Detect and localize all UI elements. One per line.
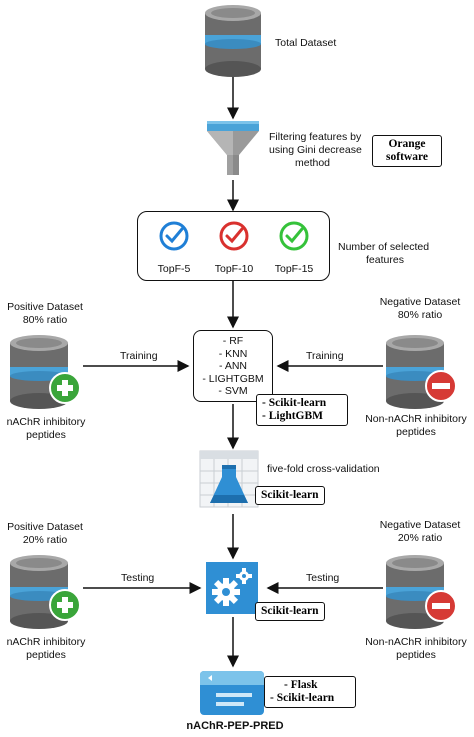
pos-test-peptides-2: peptides <box>26 649 66 661</box>
orange-line-1: Orange <box>388 138 426 150</box>
neg-train-peptides-1: Non-nAChR inhibitory <box>365 413 467 425</box>
plus-icon <box>49 372 81 404</box>
algo-svm: - SVM <box>218 385 248 398</box>
neg-test-peptides-1: Non-nAChR inhibitory <box>365 636 467 648</box>
check-circle-icon <box>219 221 249 251</box>
testing-right-label: Testing <box>306 572 340 584</box>
topf-10-label: TopF-10 <box>214 263 254 275</box>
filtering-line-2: using Gini decrease <box>269 144 362 156</box>
minus-icon <box>425 590 457 622</box>
pos-train-peptides-1: nAChR inhibitory <box>6 416 86 428</box>
orange-software-box: Orange software <box>372 135 442 167</box>
algo-rf: - RF <box>222 335 244 347</box>
pos-test-line-2: 20% ratio <box>22 534 68 546</box>
pos-train-line-2: 80% ratio <box>22 314 68 326</box>
test-lib-box: Scikit-learn <box>255 602 325 621</box>
cv-label: five-fold cross-validation <box>267 463 380 475</box>
algo-ann: - ANN <box>218 360 247 373</box>
filtering-line-3: method <box>295 157 331 169</box>
pos-test-peptides-1: nAChR inhibitory <box>6 636 86 648</box>
selected-line-1: Number of selected <box>338 241 430 253</box>
pos-train-line-1: Positive Dataset <box>7 301 83 313</box>
check-circle-icon <box>159 221 189 251</box>
pos-train-peptides-2: peptides <box>26 429 66 441</box>
training-libs-box: - Scikit-learn - LightGBM <box>256 394 348 426</box>
neg-test-line-1: Negative Dataset <box>379 519 461 531</box>
filtering-line-1: Filtering features by <box>269 131 362 143</box>
topf-5-label: TopF-5 <box>157 263 191 275</box>
algo-knn: - KNN <box>218 347 248 360</box>
topf-15-label: TopF-15 <box>274 263 314 275</box>
testing-left-label: Testing <box>121 572 155 584</box>
neg-train-line-2: 80% ratio <box>397 309 443 321</box>
pos-test-line-1: Positive Dataset <box>7 521 83 533</box>
lib-flask: - Flask <box>284 679 318 691</box>
lib-lightgbm: - LightGBM <box>262 410 324 422</box>
total-dataset-label: Total Dataset <box>275 37 337 49</box>
cv-lib-box: Scikit-learn <box>255 486 325 505</box>
minus-icon <box>425 370 457 402</box>
app-name: nAChR-PEP-PRED <box>186 720 284 732</box>
check-circle-icon <box>279 221 309 251</box>
selected-line-2: features <box>366 254 404 266</box>
orange-line-2: software <box>386 151 428 163</box>
training-right-label: Training <box>306 350 344 362</box>
neg-test-peptides-2: peptides <box>396 649 436 661</box>
neg-test-line-2: 20% ratio <box>397 532 443 544</box>
neg-train-peptides-2: peptides <box>396 426 436 438</box>
plus-icon <box>49 589 81 621</box>
algorithms-box: - RF - KNN - ANN - LIGHTGBM - SVM <box>193 330 273 402</box>
neg-train-line-1: Negative Dataset <box>379 296 461 308</box>
algo-lightgbm: - LIGHTGBM <box>202 372 264 385</box>
deploy-libs-box: - Flask - Scikit-learn <box>264 676 356 708</box>
lib-scikit-learn: - Scikit-learn <box>262 397 327 409</box>
training-left-label: Training <box>120 350 158 362</box>
lib-scikit-learn-deploy: - Scikit-learn <box>270 692 335 704</box>
